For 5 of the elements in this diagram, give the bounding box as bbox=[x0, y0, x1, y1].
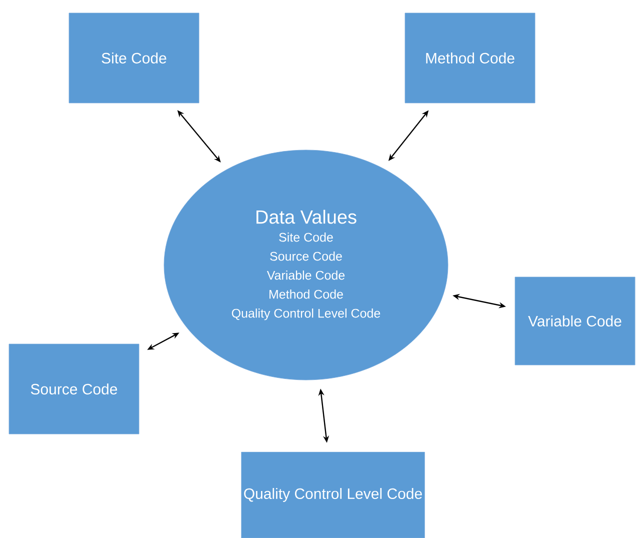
code-box: Site Code bbox=[68, 12, 200, 104]
code-box: Method Code bbox=[404, 12, 536, 104]
code-box: Variable Code bbox=[514, 276, 636, 366]
code-box: Source Code bbox=[8, 344, 140, 434]
code-box: Quality Control Level Code bbox=[241, 452, 425, 538]
